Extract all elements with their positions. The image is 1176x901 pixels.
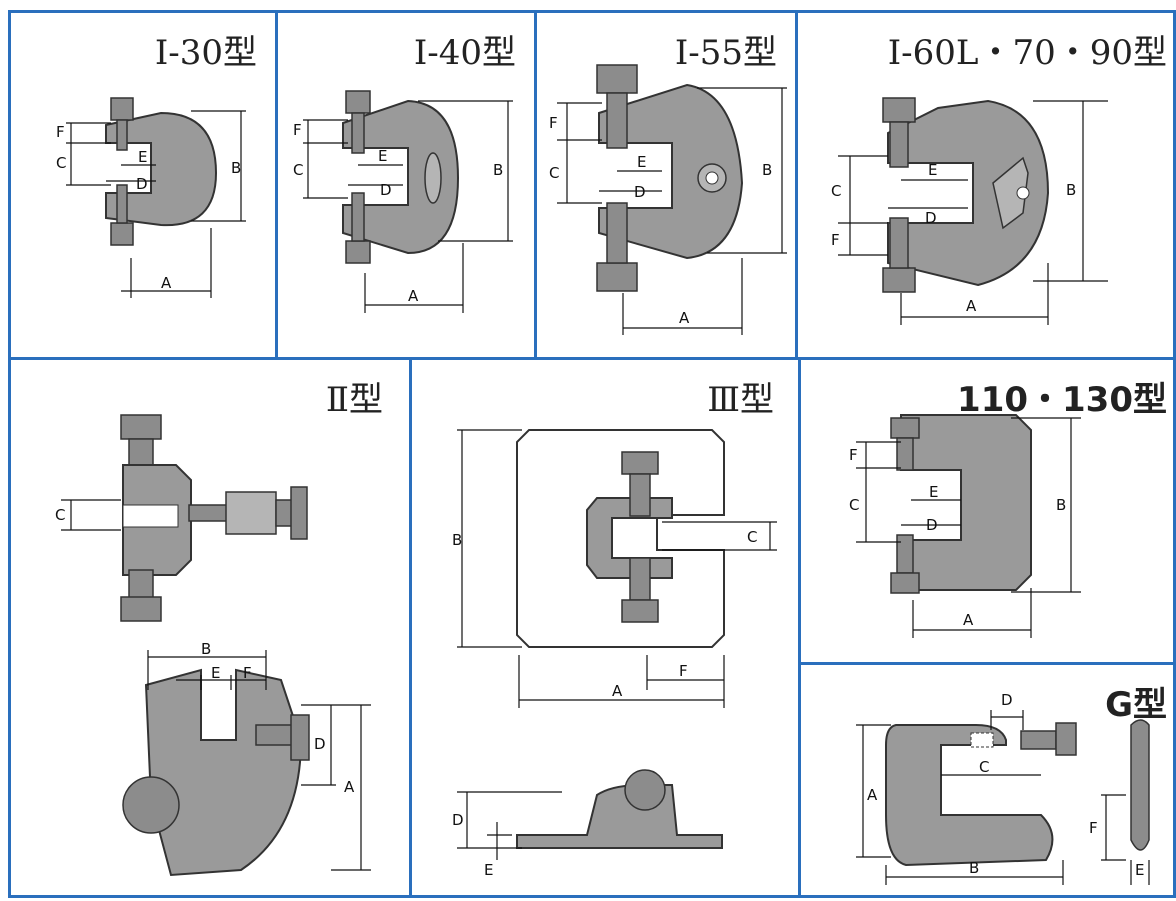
ii-diagram: B E F D A C xyxy=(55,414,371,877)
dim-label-a: A xyxy=(963,611,974,629)
panel-110-130: 110・130型 A B C D E F xyxy=(798,357,1176,665)
dim-label-d: D xyxy=(380,181,392,199)
panel-title: Ⅰ-30型 xyxy=(154,33,257,73)
dim-label-a: A xyxy=(612,682,623,700)
dim-label-b: B xyxy=(762,161,772,179)
panel-g: G型 D C A B F E xyxy=(798,662,1176,898)
panel-title: G型 xyxy=(1105,685,1167,725)
panel-title: Ⅰ-60L・70・90型 xyxy=(887,33,1167,73)
dim-label-f: F xyxy=(831,231,840,249)
dim-label-a: A xyxy=(679,309,690,327)
panel-ii: Ⅱ型 B E F xyxy=(8,357,412,898)
dim-label-a: A xyxy=(161,274,172,292)
i60-diagram: A B C D E F xyxy=(831,97,1108,325)
dim-label-b: B xyxy=(201,640,211,658)
dim-label-e: E xyxy=(928,161,937,179)
i40-diagram: A B C D E F xyxy=(293,90,513,313)
iii-diagram: B C A F D E xyxy=(452,429,777,879)
dim-label-c: C xyxy=(831,182,841,200)
dim-label-b: B xyxy=(969,859,979,877)
dim-label-d: D xyxy=(136,175,148,193)
dim-label-c: C xyxy=(849,496,859,514)
panel-title: Ⅲ型 xyxy=(707,380,774,420)
dim-label-e: E xyxy=(378,147,387,165)
dim-label-a: A xyxy=(408,287,419,305)
g-diagram: D C A B F E xyxy=(856,691,1150,885)
dim-label-b: B xyxy=(1056,496,1066,514)
dim-label-d: D xyxy=(634,183,646,201)
panel-i60: Ⅰ-60L・70・90型 A B C D E F xyxy=(795,10,1176,360)
dim-label-b: B xyxy=(231,159,241,177)
dim-label-d: D xyxy=(1001,691,1013,709)
dim-label-c: C xyxy=(56,154,66,172)
dim-label-f: F xyxy=(56,123,65,141)
dim-label-e: E xyxy=(484,861,493,879)
dim-label-c: C xyxy=(747,528,757,546)
dim-label-f: F xyxy=(1089,819,1098,837)
dim-label-b: B xyxy=(1066,181,1076,199)
panel-i30: Ⅰ-30型 A B C D E F xyxy=(8,10,278,360)
dim-label-d: D xyxy=(452,811,464,829)
i55-diagram: A B C D E F xyxy=(549,64,787,335)
panel-i40: Ⅰ-40型 A B C D E F xyxy=(275,10,537,360)
panel-title: Ⅰ-40型 xyxy=(413,33,516,73)
dim-label-e: E xyxy=(637,153,646,171)
dim-label-c: C xyxy=(293,161,303,179)
dim-label-f: F xyxy=(293,121,302,139)
dim-label-f: F xyxy=(243,664,252,682)
dim-label-a: A xyxy=(867,786,878,804)
i30-diagram: A B C D E F xyxy=(56,97,246,298)
dim-label-c: C xyxy=(55,506,65,524)
dim-label-d: D xyxy=(314,735,326,753)
dim-label-b: B xyxy=(493,161,503,179)
t110-diagram: A B C D E F xyxy=(849,414,1081,638)
dim-label-f: F xyxy=(549,114,558,132)
dim-label-d: D xyxy=(926,516,938,534)
panel-title: Ⅱ型 xyxy=(325,380,383,420)
dim-label-e: E xyxy=(211,664,220,682)
dim-label-f: F xyxy=(849,446,858,464)
dim-label-e: E xyxy=(929,483,938,501)
dim-label-d: D xyxy=(925,209,937,227)
panel-iii: Ⅲ型 B C A F D E xyxy=(409,357,801,898)
dim-label-c: C xyxy=(979,758,989,776)
panel-title: 110・130型 xyxy=(957,380,1167,420)
panel-i55: Ⅰ-55型 A B C D E F xyxy=(534,10,798,360)
dim-label-b: B xyxy=(452,531,462,549)
dim-label-a: A xyxy=(966,297,977,315)
dim-label-a: A xyxy=(344,778,355,796)
dim-label-e: E xyxy=(1135,861,1144,879)
panel-title: Ⅰ-55型 xyxy=(674,33,777,73)
dim-label-f: F xyxy=(679,662,688,680)
dim-label-e: E xyxy=(138,148,147,166)
dim-label-c: C xyxy=(549,164,559,182)
